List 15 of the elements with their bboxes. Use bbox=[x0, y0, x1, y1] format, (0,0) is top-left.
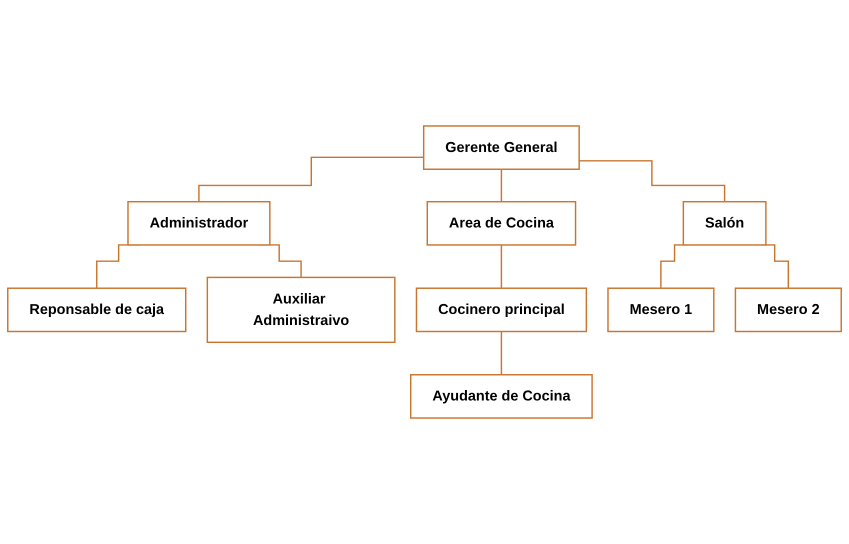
node-box: Reponsable de caja bbox=[7, 288, 186, 332]
node-box: Mesero 1 bbox=[607, 288, 715, 332]
node-box: Auxiliar Administraivo bbox=[206, 276, 396, 344]
node-box: Cocinero principal bbox=[416, 288, 588, 332]
node-box: Area de Cocina bbox=[426, 200, 576, 246]
connector bbox=[500, 168, 502, 202]
node-box: Ayudante de Cocina bbox=[410, 374, 593, 419]
connector bbox=[500, 330, 502, 376]
node-box: Administrador bbox=[127, 200, 271, 246]
connector bbox=[579, 160, 726, 202]
connector bbox=[500, 244, 502, 289]
node-box: Mesero 2 bbox=[734, 288, 842, 332]
connector bbox=[198, 156, 424, 202]
node-box: Gerente General bbox=[422, 125, 580, 170]
node-box: Salón bbox=[682, 200, 767, 246]
